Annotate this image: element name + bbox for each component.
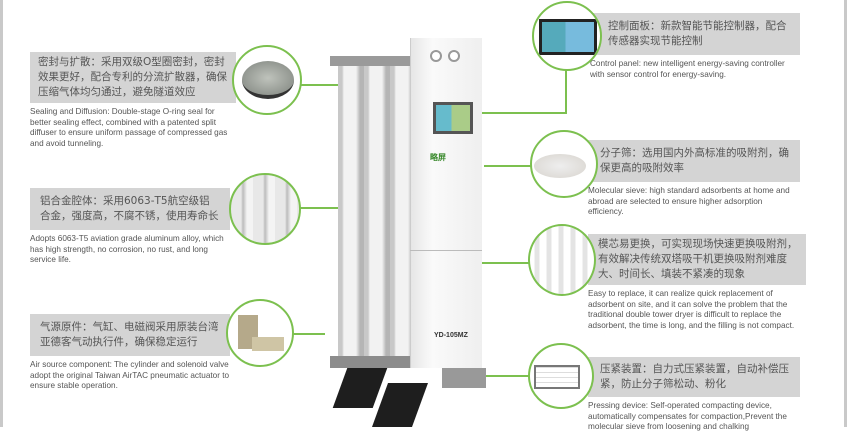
feature-molecular-sieve: 分子筛：选用国内外高标准的吸附剂，确保更高的吸附效率 Molecular sie… (588, 140, 800, 218)
pressure-gauge-icon (448, 50, 460, 62)
feature-aluminum-en: Adopts 6063-T5 aviation grade aluminum a… (30, 234, 224, 264)
pressing-device-image (528, 343, 594, 409)
cylinder-valve-image (226, 299, 294, 367)
aluminum-tube-image (229, 173, 301, 245)
feature-control-panel-zh: 控制面板：新款智能节能控制器，配合传感器实现节能控制 (590, 13, 800, 55)
feature-molecular-sieve-zh: 分子筛：选用国内外高标准的吸附剂，确保更高的吸附效率 (588, 140, 800, 182)
connector-line (480, 375, 530, 377)
feature-pressing-zh: 压紧装置：自力式压紧装置，自动补偿压紧，防止分子筛松动、粉化 (588, 357, 800, 397)
connector-line (300, 84, 355, 86)
feature-cartridge-zh: 模芯易更换，可实现现场快速更换吸附剂，有效解决传统双塔吸干机更换吸附剂难度大、时… (588, 234, 806, 285)
nitrogen-generator-machine: 略屏 YD-105MZ (330, 38, 490, 427)
feature-molecular-sieve-en: Molecular sieve: high standard adsorbent… (588, 186, 790, 216)
feature-pressing-en: Pressing device: Self-operated compactin… (588, 401, 787, 431)
connector-line (290, 333, 325, 335)
model-label: YD-105MZ (434, 332, 468, 339)
feature-cartridge-en: Easy to replace, it can realize quick re… (588, 289, 795, 330)
connector-line (484, 165, 534, 167)
right-border (844, 0, 847, 427)
feature-sealing-en: Sealing and Diffusion: Double-stage O-ri… (30, 107, 228, 148)
control-panel-image (532, 1, 602, 71)
left-border (0, 0, 3, 427)
feature-aluminum-zh: 铝合金腔体：采用6063-T5航空级铝合金，强度高，不腐不锈，使用寿命长 (30, 188, 230, 230)
pressure-gauge-icon (430, 50, 442, 62)
feature-aluminum: 铝合金腔体：采用6063-T5航空级铝合金，强度高，不腐不锈，使用寿命长 Ado… (30, 188, 230, 266)
cartridge-image (528, 224, 596, 296)
touch-screen (433, 102, 473, 134)
feature-control-panel: 控制面板：新款智能节能控制器，配合传感器实现节能控制 Control panel… (590, 13, 800, 80)
brand-logo: 略屏 (430, 153, 446, 162)
diffuser-image (232, 45, 302, 115)
feature-air-source-zh: 气源原件：气缸、电磁阀采用原装台湾亚德客气动执行件，确保稳定运行 (30, 314, 230, 356)
connector-line (565, 66, 567, 114)
connector-line (472, 112, 567, 114)
feature-cartridge: 模芯易更换，可实现现场快速更换吸附剂，有效解决传统双塔吸干机更换吸附剂难度大、时… (588, 234, 806, 331)
molecular-sieve-image (530, 130, 598, 198)
feature-sealing: 密封与扩散：采用双级O型圈密封，密封效果更好，配合专利的分流扩散器，确保压缩气体… (30, 52, 236, 149)
feature-air-source: 气源原件：气缸、电磁阀采用原装台湾亚德客气动执行件，确保稳定运行 Air sou… (30, 314, 230, 392)
feature-control-panel-en: Control panel: new intelligent energy-sa… (590, 59, 785, 79)
feature-sealing-zh: 密封与扩散：采用双级O型圈密封，密封效果更好，配合专利的分流扩散器，确保压缩气体… (30, 52, 236, 103)
feature-pressing: 压紧装置：自力式压紧装置，自动补偿压紧，防止分子筛松动、粉化 Pressing … (588, 357, 800, 433)
feature-air-source-en: Air source component: The cylinder and s… (30, 360, 230, 390)
